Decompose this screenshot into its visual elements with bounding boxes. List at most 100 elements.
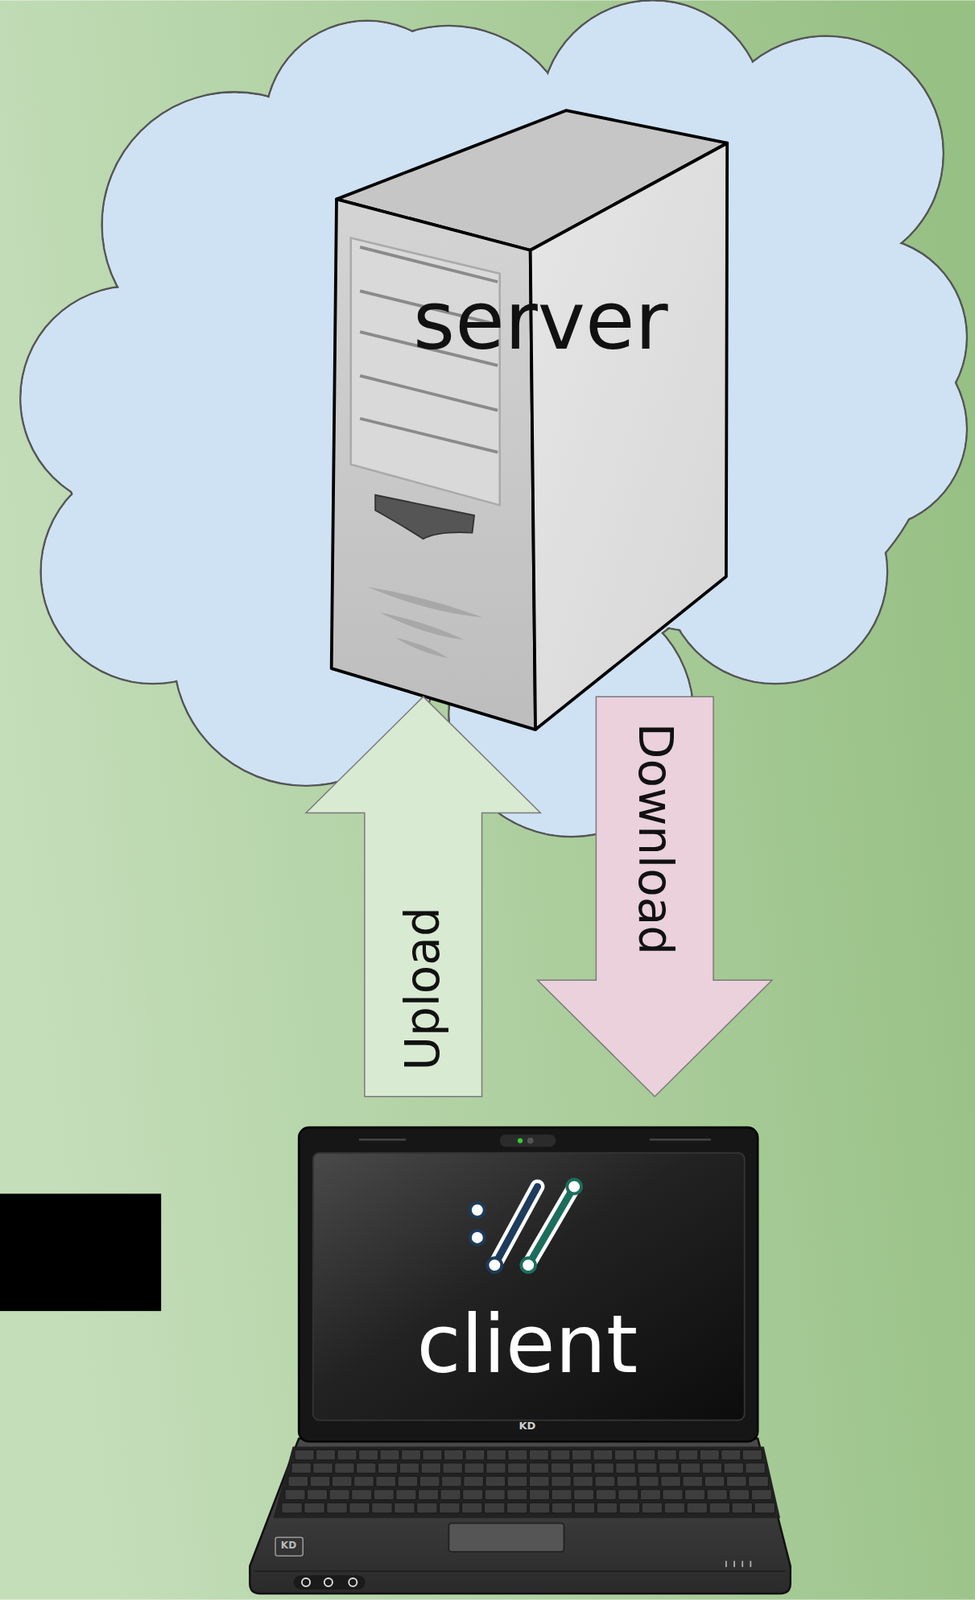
- key: [682, 1475, 703, 1487]
- bay-line: [359, 418, 498, 453]
- key: [615, 1462, 636, 1474]
- key: [401, 1449, 422, 1460]
- lid-trim: [359, 1138, 406, 1141]
- key: [419, 1475, 440, 1487]
- key: [550, 1462, 571, 1474]
- laptop-base: [249, 1437, 790, 1594]
- key: [421, 1462, 441, 1474]
- key: [507, 1489, 528, 1500]
- arrow-label: Upload: [397, 906, 450, 1071]
- key: [574, 1502, 595, 1513]
- key: [485, 1475, 506, 1487]
- key: [699, 1449, 719, 1460]
- key: [399, 1462, 419, 1474]
- front-edge: [255, 1569, 786, 1573]
- key: [417, 1502, 438, 1513]
- status-light: [348, 1578, 357, 1587]
- key: [281, 1502, 302, 1513]
- key: [464, 1462, 484, 1474]
- logo-node: [566, 1179, 582, 1194]
- key: [641, 1502, 662, 1513]
- key: [616, 1475, 637, 1487]
- port-mark: [749, 1560, 752, 1567]
- node-label: server: [413, 276, 669, 366]
- key: [465, 1449, 485, 1460]
- laptop: [249, 1127, 790, 1594]
- touchpad: [448, 1523, 564, 1552]
- key: [637, 1462, 657, 1474]
- black-block: [0, 1193, 162, 1311]
- logo-outline: [528, 1186, 575, 1266]
- key: [349, 1502, 370, 1513]
- key: [614, 1449, 634, 1460]
- key: [594, 1475, 616, 1487]
- key: [574, 1489, 595, 1500]
- client-box: client: [298, 1096, 758, 1438]
- key: [551, 1502, 572, 1513]
- key: [508, 1462, 528, 1474]
- lid-trim: [649, 1138, 711, 1141]
- brand-badge: [275, 1536, 303, 1556]
- port-mark: [741, 1560, 744, 1567]
- logo-node: [470, 1202, 485, 1218]
- key: [754, 1502, 775, 1513]
- key: [662, 1489, 683, 1500]
- key: [594, 1462, 614, 1474]
- key: [678, 1449, 699, 1460]
- key: [572, 1462, 592, 1474]
- key: [373, 1489, 394, 1500]
- logo-stroke: [528, 1186, 575, 1266]
- keyboard-keys: [281, 1449, 776, 1513]
- key: [571, 1449, 591, 1460]
- key: [377, 1462, 397, 1474]
- key: [528, 1502, 550, 1513]
- laptop-screen: [313, 1152, 745, 1421]
- key: [551, 1475, 572, 1487]
- key: [417, 1489, 438, 1500]
- key: [484, 1502, 505, 1513]
- key: [640, 1489, 661, 1500]
- key: [704, 1475, 725, 1487]
- port-mark: [725, 1560, 728, 1567]
- download-arrow: [537, 696, 773, 1097]
- key: [329, 1489, 350, 1500]
- key: [313, 1462, 333, 1474]
- key: [291, 1462, 311, 1474]
- key: [380, 1449, 400, 1460]
- logo-node: [520, 1257, 536, 1273]
- key: [440, 1489, 461, 1500]
- key: [371, 1502, 393, 1513]
- cloud: [20, 0, 967, 837]
- vent: [379, 611, 464, 640]
- key: [326, 1502, 348, 1513]
- key: [354, 1475, 375, 1487]
- key: [619, 1502, 640, 1513]
- server-tower: [331, 110, 728, 730]
- status-light: [324, 1578, 333, 1587]
- key: [334, 1462, 355, 1474]
- key: [659, 1462, 679, 1474]
- key: [442, 1462, 463, 1474]
- key: [375, 1475, 397, 1487]
- key: [528, 1449, 549, 1460]
- key: [748, 1475, 769, 1487]
- key: [443, 1449, 463, 1460]
- key: [742, 1449, 762, 1460]
- key: [595, 1489, 616, 1500]
- key: [721, 1449, 741, 1460]
- key: [484, 1489, 505, 1500]
- key: [351, 1489, 372, 1500]
- key: [422, 1449, 443, 1460]
- key: [285, 1489, 306, 1500]
- brand-mark: KD: [280, 1540, 297, 1552]
- laptop-lid: [298, 1127, 758, 1442]
- key: [618, 1489, 639, 1500]
- key: [593, 1449, 613, 1460]
- webcam-bar: [499, 1134, 557, 1147]
- logo-node: [470, 1230, 485, 1245]
- key: [462, 1489, 484, 1500]
- arrow-label: Download: [628, 722, 681, 955]
- key: [331, 1475, 352, 1487]
- key: [486, 1449, 506, 1460]
